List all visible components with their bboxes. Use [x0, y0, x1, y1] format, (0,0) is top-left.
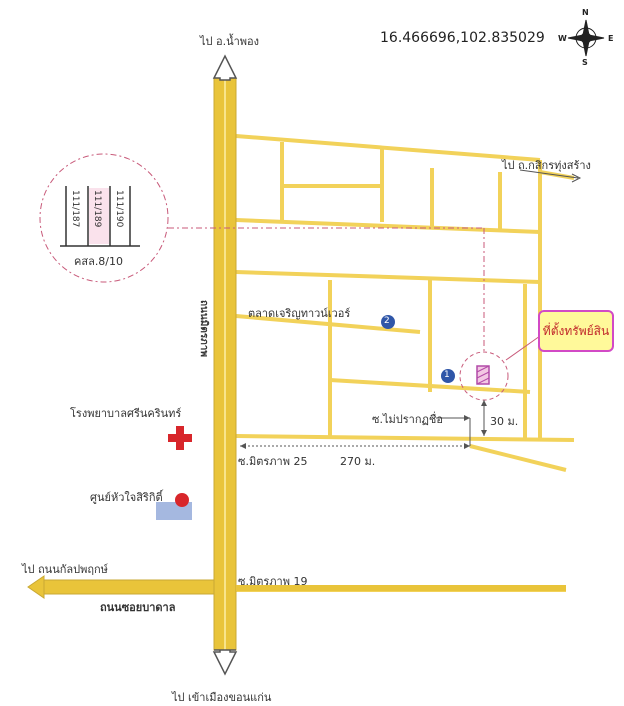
direction-south: ไป เข้าเมืองขอนแก่น	[172, 691, 272, 704]
west-arrow	[27, 575, 45, 599]
heart-center-icon	[156, 493, 192, 520]
marker-2[interactable]	[381, 315, 395, 329]
property-label[interactable]: ที่ตั้งทรัพย์สิน	[538, 310, 614, 352]
road-unnamed-label: ซ.ไม่ปรากฏชื่อ	[372, 413, 443, 426]
direction-east: ไป ถ.กสิกรทุ่งสร้าง	[502, 159, 591, 172]
compass-e: E	[608, 34, 614, 43]
guide-lines	[168, 227, 485, 352]
distance-270-label: 270 ม.	[340, 455, 376, 468]
inset-plot-189: 111/189	[92, 190, 102, 228]
minor-roads	[235, 134, 575, 592]
compass-w: W	[558, 34, 567, 43]
soi-badan-road	[43, 579, 215, 595]
marker-1[interactable]	[441, 369, 455, 383]
marker-2-label: 2	[384, 316, 390, 326]
hospital-label: โรงพยาบาลศรีนครินทร์	[70, 407, 182, 420]
compass-s: S	[582, 58, 588, 67]
marker-1-label: 1	[444, 370, 450, 380]
coordinates: 16.466696,102.835029	[380, 30, 545, 46]
hospital-icon	[168, 426, 192, 450]
inset-plot-187: 111/187	[70, 190, 80, 228]
road-soi-badan-label: ถนนซอยบาดาล	[100, 601, 176, 614]
inset-plot-190: 111/190	[114, 190, 124, 228]
direction-north: ไป อ.น้ำพอง	[200, 35, 260, 48]
compass-icon	[567, 19, 605, 57]
compass-n: N	[582, 8, 589, 17]
south-arrow	[212, 649, 238, 676]
heart-center-label: ศูนย์หัวใจสิริกิติ์	[90, 491, 163, 504]
direction-west: ไป ถนนกัลปพฤกษ์	[22, 563, 108, 576]
north-arrow	[212, 54, 238, 81]
inset-plots	[60, 186, 140, 247]
inset-title: คสล.8/10	[74, 255, 124, 268]
road-mittraphap-label: ถนนมิตรภาพ	[198, 300, 209, 357]
distance-30-label: 30 ม.	[490, 415, 519, 428]
east-arrow	[519, 169, 582, 183]
market-label: ตลาดเจริญทาวน์เวอร์	[248, 307, 351, 320]
road-soi-25-label: ซ.มิตรภาพ 25	[238, 455, 308, 468]
road-soi-19-label: ซ.มิตรภาพ 19	[238, 575, 308, 588]
